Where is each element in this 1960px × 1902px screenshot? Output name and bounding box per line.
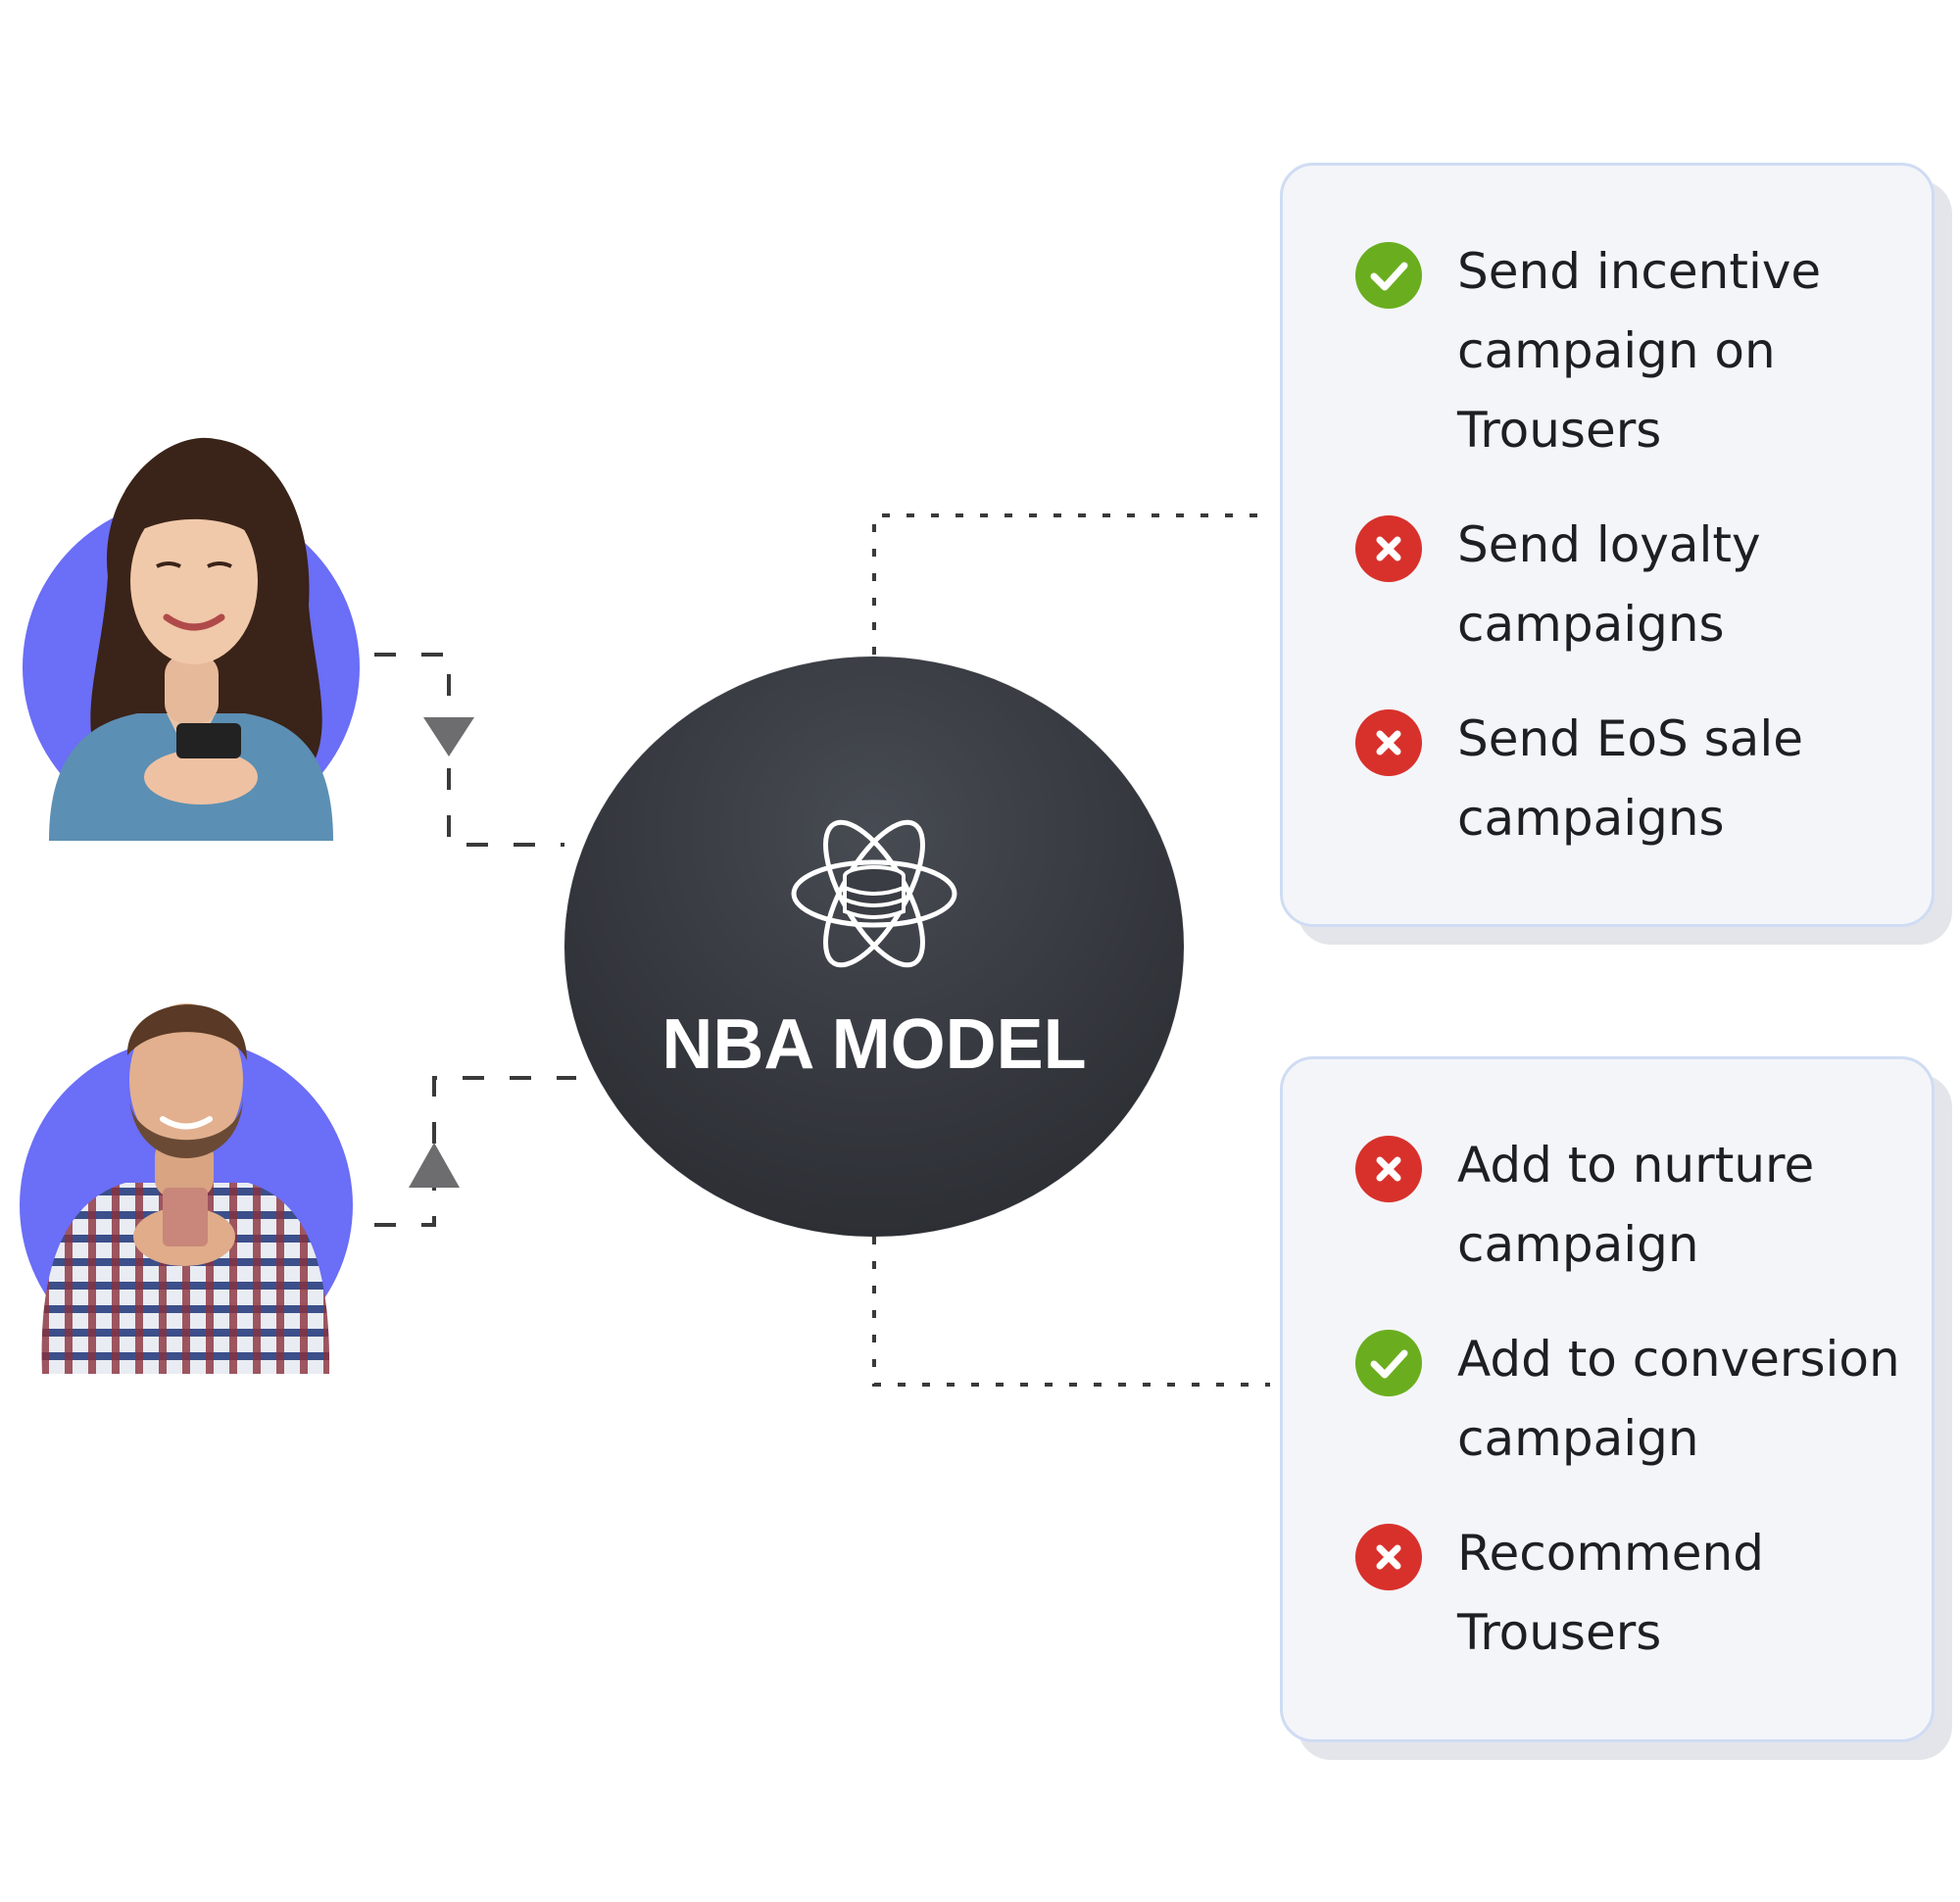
action-label: Add to nurture campaign bbox=[1457, 1137, 1815, 1273]
cross-icon bbox=[1355, 1136, 1422, 1202]
woman-avatar bbox=[23, 437, 360, 841]
model-title: NBA MODEL bbox=[662, 1005, 1087, 1084]
up-arrow-icon bbox=[409, 1143, 460, 1188]
action-label: Send EoS sale campaigns bbox=[1457, 710, 1803, 847]
bottom-actions-card: Add to nurture campaign Add to conversio… bbox=[1280, 1056, 1935, 1742]
man-avatar bbox=[20, 1003, 353, 1374]
cross-icon bbox=[1355, 709, 1422, 776]
cross-icon bbox=[1355, 515, 1422, 582]
action-label: Send incentive campaign on Trousers bbox=[1457, 243, 1822, 459]
action-label: Add to conversion campaign bbox=[1457, 1331, 1900, 1467]
top-avatar-connector bbox=[374, 653, 564, 847]
action-label: Recommend Trousers bbox=[1457, 1525, 1764, 1661]
cross-icon bbox=[1355, 1524, 1422, 1590]
model-to-top-card-line bbox=[872, 513, 1270, 655]
bottom-avatar-connector bbox=[374, 1076, 576, 1227]
down-arrow-icon bbox=[423, 717, 474, 756]
model-to-bottom-card-line bbox=[872, 1237, 1270, 1387]
top-actions-card: Send incentive campaign on Trousers Send… bbox=[1280, 163, 1935, 927]
nba-model-node: NBA MODEL bbox=[564, 657, 1184, 1237]
check-icon bbox=[1355, 1330, 1422, 1396]
check-icon bbox=[1355, 242, 1422, 309]
action-label: Send loyalty campaigns bbox=[1457, 516, 1761, 653]
atom-database-icon bbox=[791, 819, 957, 968]
